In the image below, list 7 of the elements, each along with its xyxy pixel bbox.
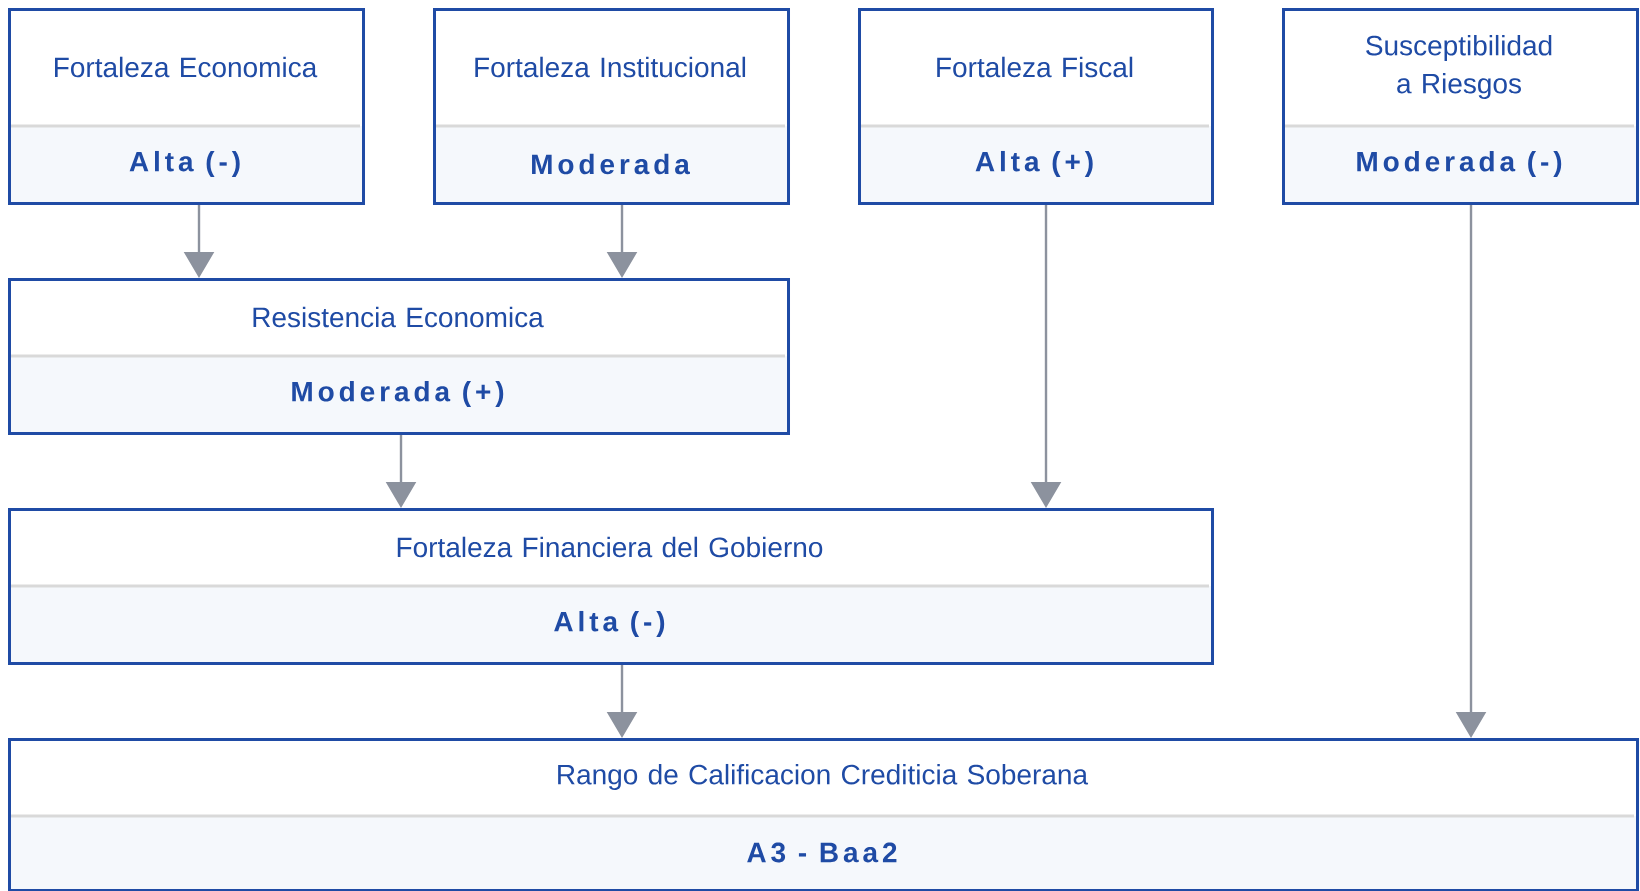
rating-box: Fortaleza Fiscal Alta (+) — [858, 8, 1214, 205]
rating-box: Fortaleza Financiera del Gobierno Alta (-) — [8, 508, 1214, 665]
rating-box: Fortaleza Institucional Moderada — [433, 8, 790, 205]
rating-box: Fortaleza Economica Alta (-) — [8, 8, 365, 205]
rating-box: Susceptibilidad a Riesgos Moderada (-) — [1282, 8, 1639, 205]
rating-box: Rango de Calificacion Crediticia Soberana A3 - Baa2 — [8, 738, 1639, 891]
rating-box: Resistencia Economica Moderada (+) — [8, 278, 790, 435]
